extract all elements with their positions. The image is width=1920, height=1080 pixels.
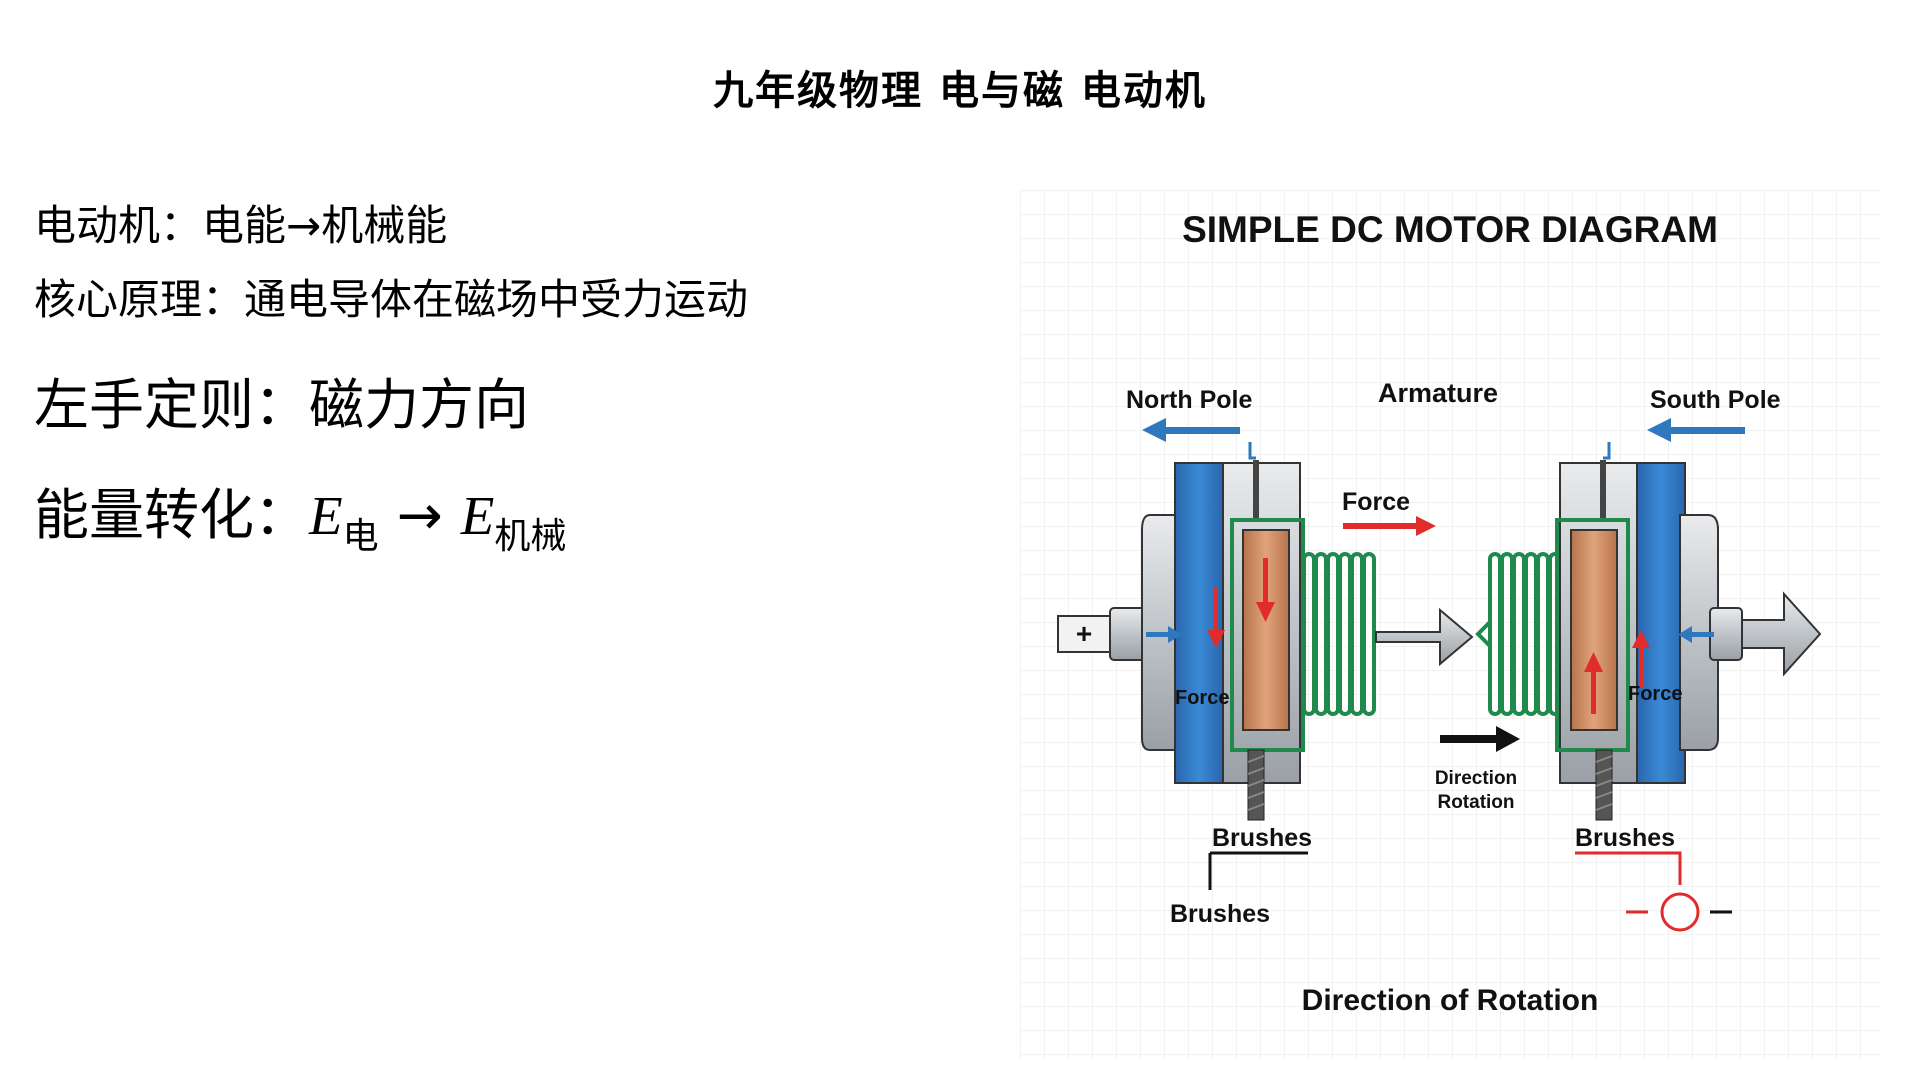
force-top-arrow	[1343, 516, 1436, 536]
south-magnet	[1636, 462, 1686, 784]
direction-label-line2: Rotation	[1437, 792, 1514, 813]
left-top-clip	[1248, 442, 1256, 460]
positive-terminal-box	[1057, 615, 1111, 653]
right-motor-assembly: Force	[1475, 442, 1822, 821]
dc-motor-diagram: SIMPLE DC MOTOR DIAGRAM North Pole Armat…	[1020, 190, 1880, 1060]
left-force-label: Force	[1175, 687, 1229, 709]
formula-e-electric: E	[309, 485, 343, 546]
right-brushes-leader	[1575, 851, 1682, 885]
center-big-arrow	[1375, 607, 1474, 667]
right-field-arrow	[1678, 626, 1714, 643]
formula-e-mechanical: E	[460, 485, 495, 546]
right-top-clip	[1603, 442, 1611, 460]
negative-terminal-circle	[1660, 892, 1700, 932]
dc-motor-svg: SIMPLE DC MOTOR DIAGRAM North Pole Armat…	[1020, 190, 1880, 1060]
right-coil	[1488, 552, 1562, 716]
north-pole-arrow	[1142, 418, 1240, 442]
energy-conversion-label: 能量转化：	[34, 483, 310, 547]
direction-label-line1: Direction	[1435, 768, 1517, 789]
right-force-label: Force	[1628, 683, 1682, 705]
core-principle-text: 核心原理：通电导体在磁场中受力运动	[34, 275, 749, 324]
right-green-frame	[1555, 518, 1630, 752]
right-brush-threads	[1595, 755, 1613, 811]
slide-title: 九年级物理 电与磁 电动机	[713, 68, 1207, 114]
bottom-brushes-label: Brushes	[1170, 900, 1270, 928]
left-coil	[1302, 552, 1376, 716]
direction-rotation-arrow	[1440, 726, 1520, 752]
left-motor-assembly: +	[1057, 442, 1474, 821]
right-force-arrows	[1584, 630, 1650, 714]
left-brushes-label: Brushes	[1212, 824, 1312, 852]
north-pole-label: North Pole	[1126, 386, 1252, 414]
south-pole-label: South Pole	[1650, 386, 1781, 414]
right-shaft	[1709, 607, 1743, 661]
left-hand-rule-text: 左手定则：磁力方向	[34, 373, 530, 437]
motor-definition-text: 电动机：电能→机械能	[34, 201, 448, 250]
left-force-arrows	[1207, 558, 1275, 648]
plus-symbol: +	[1076, 618, 1092, 649]
formula-arrow: →	[396, 483, 443, 547]
energy-conversion-line: 能量转化：E电→E机械	[34, 470, 566, 557]
right-output-arrow	[1741, 591, 1822, 677]
left-brush-threads	[1247, 755, 1265, 811]
energy-formula: E电→E机械	[309, 483, 566, 557]
force-top-label: Force	[1342, 488, 1410, 516]
left-green-frame	[1230, 518, 1305, 752]
diagram-caption: Direction of Rotation	[1302, 984, 1599, 1017]
right-coil-tip	[1475, 617, 1492, 651]
left-field-arrow	[1146, 626, 1182, 643]
south-pole-arrow	[1647, 418, 1745, 442]
right-brushes-label: Brushes	[1575, 824, 1675, 852]
armature-label: Armature	[1378, 378, 1498, 408]
diagram-title: SIMPLE DC MOTOR DIAGRAM	[1182, 209, 1718, 250]
formula-sub-mechanical: 机械	[494, 516, 567, 557]
formula-sub-electric: 电	[342, 516, 379, 557]
